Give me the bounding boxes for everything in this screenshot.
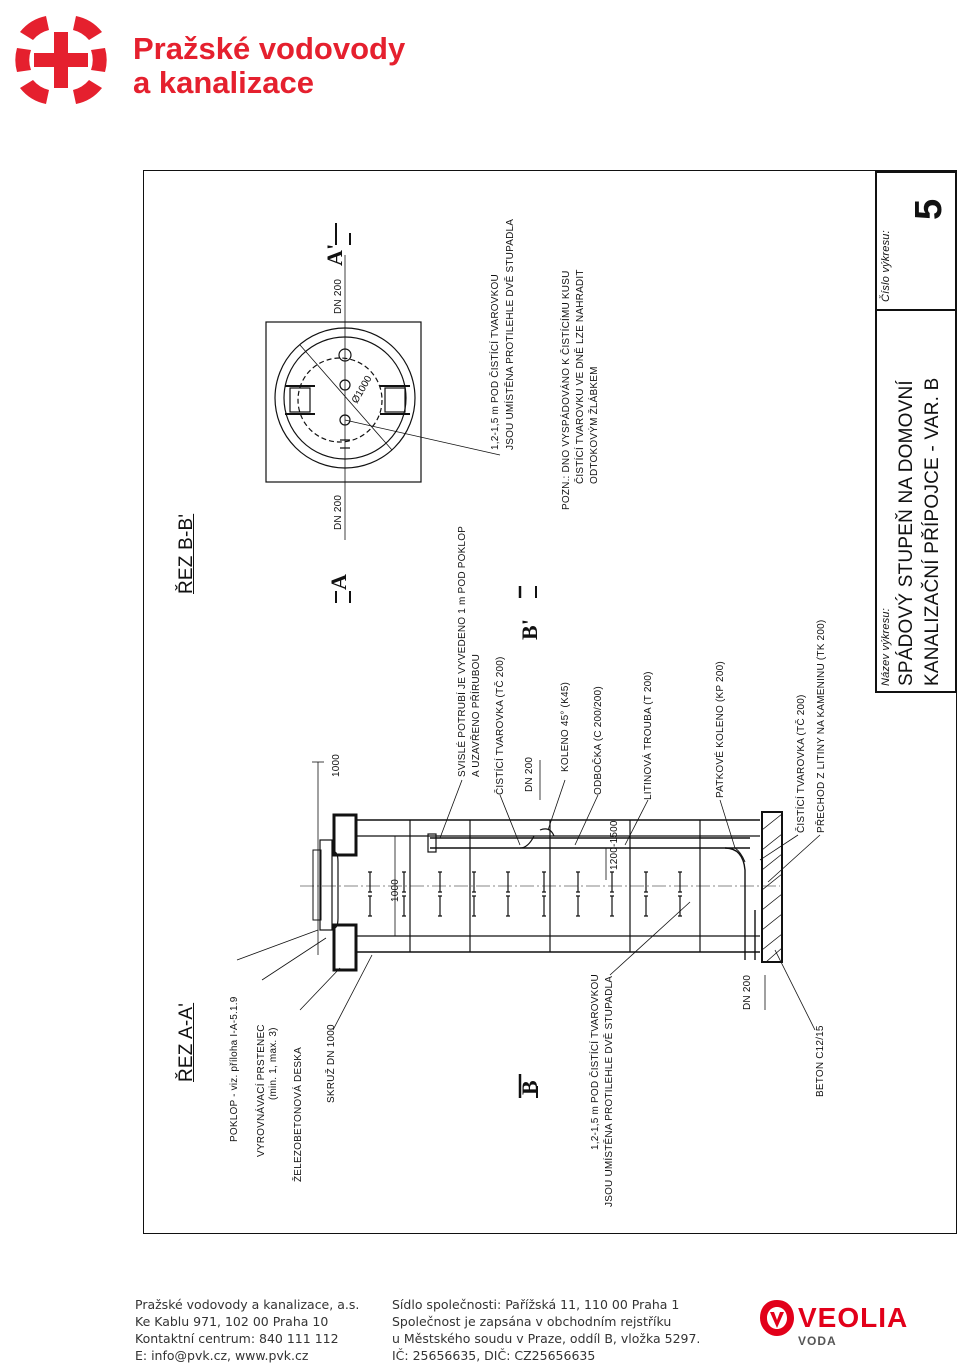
poz-note-1: POZN.: DNO VYSPÁDOVÁNO K ČISTÍCÍMU KUSU [561, 270, 572, 511]
title-name-line1: SPÁDOVÝ STUPEŇ NA DOMOVNÍ [896, 380, 917, 686]
veolia-name: VEOLIA [798, 1302, 909, 1333]
title-number-label: Číslo výkresu: [880, 230, 892, 302]
label-zelezobetonova-deska: ŽELEZOBETONOVÁ DESKA [293, 1047, 304, 1182]
footer-right-line: u Městského soudu v Praze, oddíl B, vlož… [392, 1331, 701, 1346]
label-beton: BETON C12/15 [815, 1025, 826, 1097]
marker-b-prime: B' [517, 618, 542, 640]
label-litinova-trouba: LITINOVÁ TROUBA (T 200) [643, 671, 654, 800]
label-poklop: POKLOP - viz. příloha I-A-5.1.9 [229, 996, 240, 1142]
title-name-line2: KANALIZAČNÍ PŘÍPOJCE - VAR. B [922, 377, 943, 686]
footer-right-line: IČ: 25656635, DIČ: CZ25656635 [392, 1348, 596, 1363]
poz-note-3: ODTOKOVÝM ŽLÁBKEM [589, 366, 600, 484]
title-number: 5 [908, 198, 950, 220]
dim-plan-dn-right: DN 200 [333, 278, 344, 314]
dim-dn-lower: DN 200 [742, 974, 753, 1010]
label-stupadla-2: JSOU UMÍSTĚNA PROTILEHLE DVĚ STUPADLA [604, 975, 615, 1207]
marker-b: B [517, 1080, 542, 1095]
footer-left-line: Pražské vodovody a kanalizace, a.s. [135, 1297, 360, 1312]
company-name-line1: Pražské vodovody [133, 31, 406, 66]
label-prstenec-count: (min. 1, max. 3) [268, 1027, 279, 1100]
label-skruz: SKRUŽ DN 1000 [326, 1024, 337, 1103]
label-cistici-tvarovka-1: ČISTÍCÍ TVAROVKA (TČ 200) [495, 656, 506, 795]
label-svisle-potrubi-1: SVISLÉ POTRUBÍ JE VYVEDENO 1 m POD POKLO… [457, 525, 468, 777]
veolia-sub: VODA [798, 1334, 837, 1348]
label-svisle-potrubi-2: A UZAVŘENO PŘÍRUBOU [471, 653, 482, 777]
dim-width-1000: 1000 [331, 753, 342, 777]
poz-note-2: ČISTÍCÍ TVAROVKU VE DNĚ LZE NAHRADIT [575, 269, 586, 484]
footer-right-line: Společnost je zapsána v obchodním rejstř… [392, 1314, 672, 1329]
section-aa-title: ŘEZ A-A' [176, 1002, 197, 1082]
label-koleno: KOLENO 45° (K45) [560, 681, 571, 772]
footer-left-line: Kontaktní centrum: 840 111 112 [135, 1331, 339, 1346]
label-stupadla-1: 1,2-1,5 m POD ČISTÍCÍ TVAROVKOU [590, 974, 601, 1150]
dim-dn-upper: DN 200 [524, 756, 535, 792]
manhole-section [236, 760, 821, 1031]
section-bb-title: ŘEZ B-B' [176, 513, 197, 594]
veolia-logo: VEOLIA VODA [758, 1298, 918, 1352]
dim-inner-1000: 1000 [390, 878, 401, 902]
label-cistici-tvarovka-2: ČISTÍCÍ TVAROVKA (TČ 200) [796, 694, 807, 833]
plan-note-1: 1,2-1,5 m POD ČISTÍCÍ TVAROVKOU [490, 274, 501, 450]
footer-registration-info: Sídlo společnosti: Pařížská 11, 110 00 P… [392, 1296, 700, 1364]
title-name-label: Název výkresu: [880, 608, 892, 686]
manhole-plan [265, 255, 501, 540]
footer-right-line: Sídlo společnosti: Pařížská 11, 110 00 P… [392, 1297, 680, 1312]
label-prechod: PŘECHOD Z LITINY NA KAMENINU (TK 200) [816, 619, 827, 833]
marker-a-prime: A' [322, 243, 347, 266]
dim-depth: 1200-1500 [609, 820, 620, 870]
footer-company-info: Pražské vodovody a kanalizace, a.s. Ke K… [135, 1296, 359, 1364]
plan-note-2: JSOU UMÍSTĚNA PROTILEHLE DVĚ STUPADLA [505, 218, 516, 450]
label-patkove-koleno: PATKOVÉ KOLENO (KP 200) [715, 661, 726, 798]
company-name-line2: a kanalizace [133, 65, 314, 100]
footer-left-line: Ke Kablu 971, 102 00 Praha 10 [135, 1314, 329, 1329]
drawing-sheet [143, 170, 957, 1234]
dim-plan-dn-left: DN 200 [333, 494, 344, 530]
footer-left-line: E: info@pvk.cz, www.pvk.cz [135, 1348, 309, 1363]
veolia-logo-icon [760, 1300, 794, 1336]
label-vyrovnavaci-prstenec: VYROVNÁVACÍ PRSTENEC [256, 1024, 267, 1157]
header: Pražské vodovody a kanalizace [0, 0, 960, 120]
label-odbocka: ODBOČKA (C 200/200) [593, 686, 604, 795]
pvk-logo-icon [15, 16, 107, 104]
marker-a: A [326, 573, 351, 590]
